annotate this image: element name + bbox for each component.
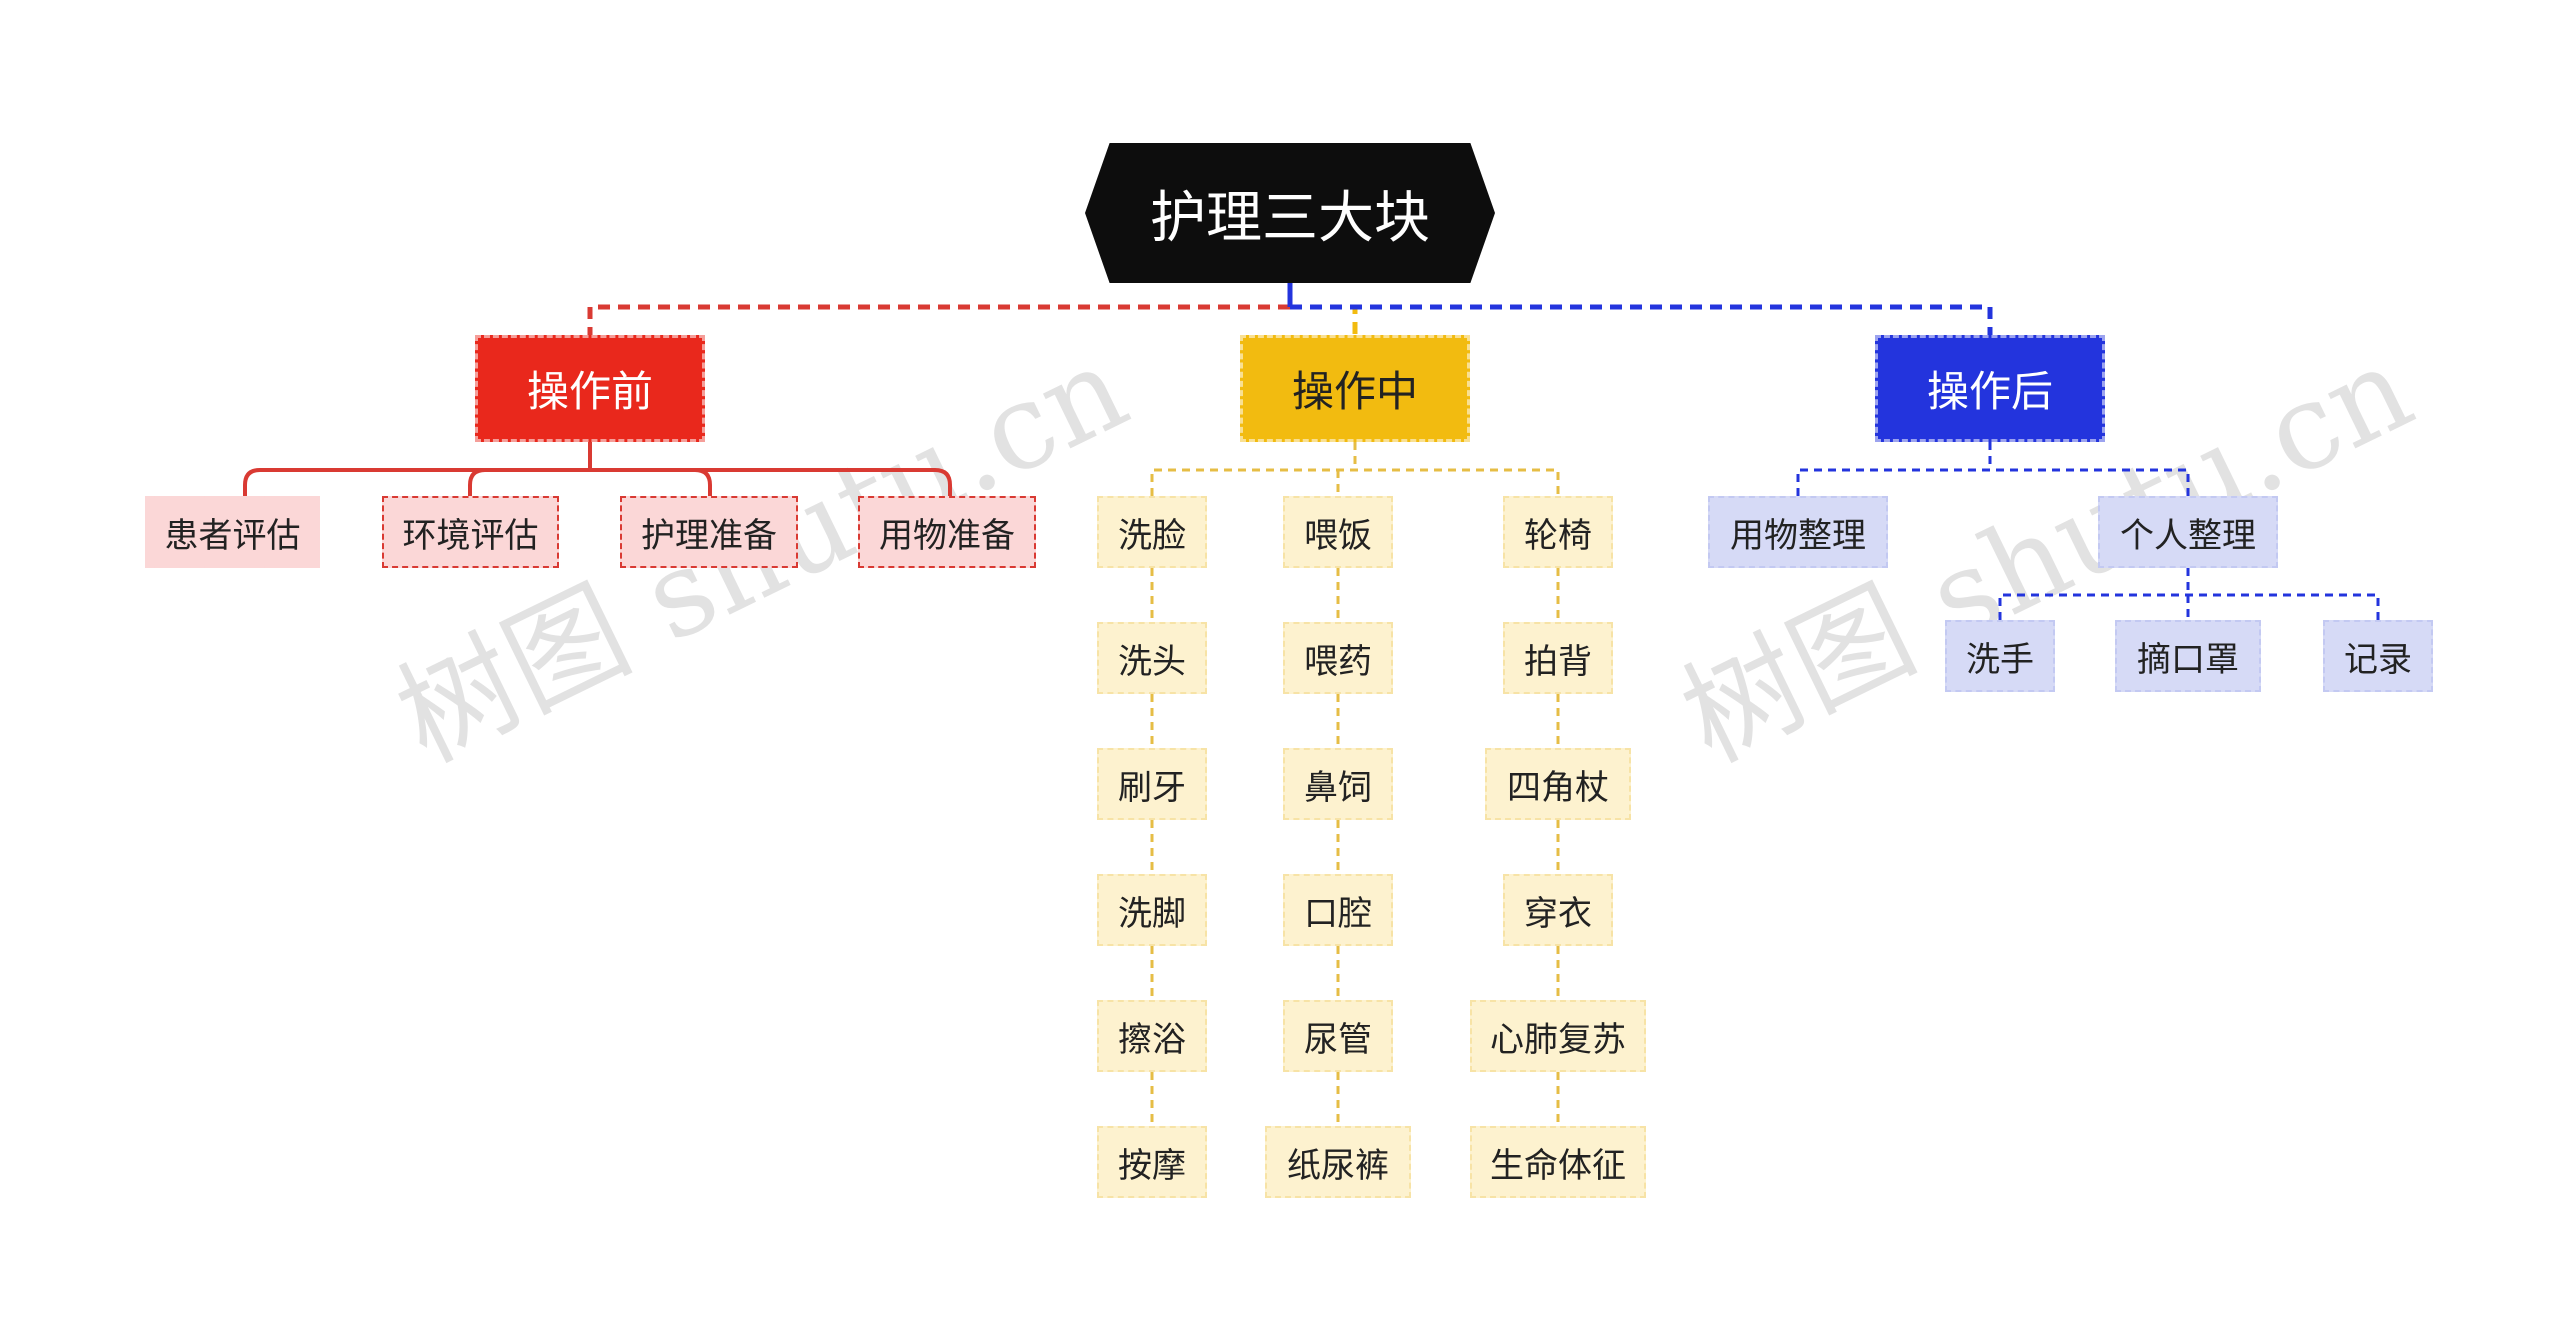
branch-during[interactable]: 操作中 (1240, 335, 1470, 442)
during-col3-item-4[interactable]: 穿衣 (1503, 874, 1613, 946)
after-item-2[interactable]: 个人整理 (2098, 496, 2278, 568)
during-col2-item-5[interactable]: 尿管 (1283, 1000, 1393, 1072)
during-col3-item-1[interactable]: 轮椅 (1503, 496, 1613, 568)
during-col1-item-2[interactable]: 洗头 (1097, 622, 1207, 694)
after-item-1[interactable]: 用物整理 (1708, 496, 1888, 568)
branch-before[interactable]: 操作前 (475, 335, 705, 442)
link-root-during (1290, 304, 1358, 335)
link-before-bus (243, 468, 952, 496)
during-col2-item-4[interactable]: 口腔 (1283, 874, 1393, 946)
link-after-bus (1796, 468, 2190, 496)
branch-after[interactable]: 操作后 (1875, 335, 2105, 442)
root-topic[interactable]: 护理三大块 (1085, 143, 1495, 283)
after-sub-item-2[interactable]: 摘口罩 (2115, 620, 2261, 692)
during-col1-item-4[interactable]: 洗脚 (1097, 874, 1207, 946)
during-col2-item-1[interactable]: 喂饭 (1283, 496, 1393, 568)
during-col1-item-5[interactable]: 擦浴 (1097, 1000, 1207, 1072)
before-item-4[interactable]: 用物准备 (858, 496, 1036, 568)
during-col1-item-1[interactable]: 洗脸 (1097, 496, 1207, 568)
during-col2-item-6[interactable]: 纸尿裤 (1265, 1126, 1411, 1198)
link-root-after (1290, 304, 1993, 335)
during-col1-item-6[interactable]: 按摩 (1097, 1126, 1207, 1198)
before-item-3[interactable]: 护理准备 (620, 496, 798, 568)
link-root-before (587, 304, 1290, 335)
during-col3-item-5[interactable]: 心肺复苏 (1470, 1000, 1646, 1072)
during-col2-item-2[interactable]: 喂药 (1283, 622, 1393, 694)
link-during-bus (1150, 468, 1560, 496)
before-item-1[interactable]: 患者评估 (145, 496, 320, 568)
link-before-child-3 (694, 468, 712, 496)
after-sub-item-1[interactable]: 洗手 (1945, 620, 2055, 692)
during-col1-item-3[interactable]: 刷牙 (1097, 748, 1207, 820)
after-sub-item-3[interactable]: 记录 (2323, 620, 2433, 692)
during-col3-item-6[interactable]: 生命体征 (1470, 1126, 1646, 1198)
during-col2-item-3[interactable]: 鼻饲 (1283, 748, 1393, 820)
during-col3-item-3[interactable]: 四角杖 (1485, 748, 1631, 820)
link-before-child-2 (468, 468, 486, 496)
during-col3-item-2[interactable]: 拍背 (1503, 622, 1613, 694)
before-item-2[interactable]: 环境评估 (382, 496, 559, 568)
